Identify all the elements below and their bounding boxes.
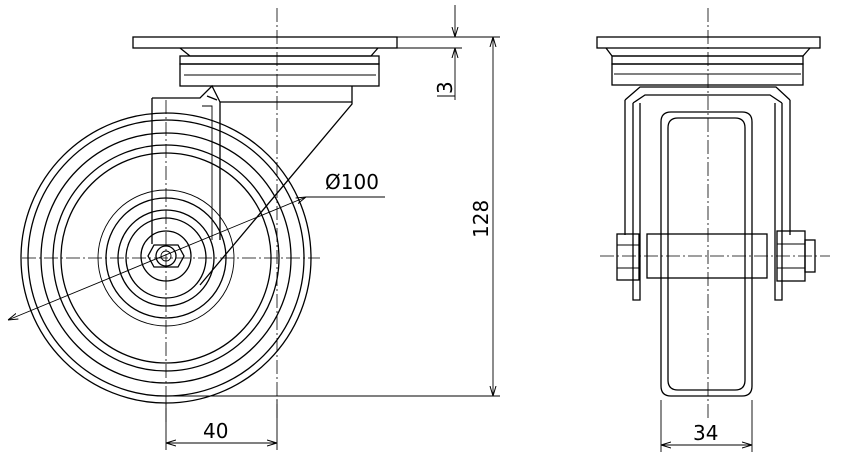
top-plate xyxy=(132,36,398,87)
height-label: 128 xyxy=(469,200,493,238)
width-dimension: 34 xyxy=(660,400,753,452)
offset-dimension: 40 xyxy=(165,400,278,450)
front-fork xyxy=(624,86,791,301)
plate-thickness-label: 3 xyxy=(433,81,457,94)
front-top-plate xyxy=(596,36,821,86)
side-view: Ø100 40 128 3 xyxy=(8,5,500,450)
plate-thickness-dimension: 3 xyxy=(397,5,462,100)
diameter-label: Ø100 xyxy=(325,170,379,194)
front-wheel xyxy=(660,111,753,397)
front-centerlines xyxy=(600,8,830,420)
diameter-dimension: Ø100 xyxy=(8,170,385,320)
height-dimension: 128 xyxy=(170,36,500,397)
width-label: 34 xyxy=(693,421,718,445)
offset-label: 40 xyxy=(203,419,228,443)
front-view: 34 xyxy=(596,8,830,452)
